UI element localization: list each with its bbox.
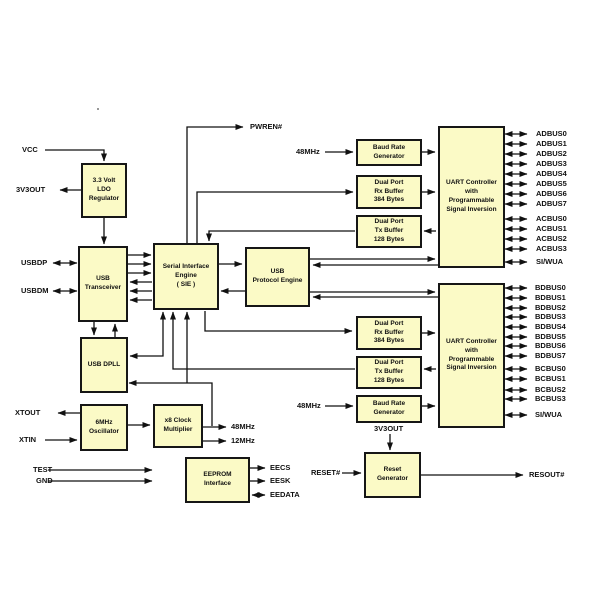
- net-label-pwren: PWREN#: [250, 122, 283, 131]
- uart1-pin-label-adbus4: ADBUS4: [536, 169, 567, 178]
- net-label-48mhz-uart1: 48MHz: [296, 147, 320, 156]
- block-uart-controller-2: UART Controller with Programmable Signal…: [438, 283, 505, 428]
- uart2-pin-label-bdbus6: BDBUS6: [535, 341, 566, 350]
- block-clock-multiplier: x8 Clock Multiplier: [153, 404, 203, 448]
- net-label-48mhz-out: 48MHz: [231, 422, 255, 431]
- net-label-12mhz-out: 12MHz: [231, 436, 255, 445]
- net-label-resout: RESOUT#: [529, 470, 565, 479]
- uart2-pin-label-bdbus0: BDBUS0: [535, 283, 566, 292]
- signal-label-usbdp: USBDP: [21, 258, 48, 267]
- clock-wires: [45, 410, 227, 444]
- uart2-pin-label-bdbus7: BDBUS7: [535, 351, 566, 360]
- misc-wires: [48, 465, 524, 498]
- block-tx-buffer-2: Dual Port Tx Buffer 128 Bytes: [356, 356, 422, 389]
- block-reset-generator: Reset Generator: [364, 452, 421, 498]
- uart1-pin-label-acbus1: ACBUS1: [536, 224, 567, 233]
- uart1-pin-label-adbus7: ADBUS7: [536, 199, 567, 208]
- signal-label-gnd: GND: [36, 476, 53, 485]
- uart-section-wires: [310, 149, 438, 409]
- net-label-eecs: EECS: [270, 463, 291, 472]
- block-rx-buffer-2: Dual Port Rx Buffer 384 Bytes: [356, 316, 422, 350]
- uart2-pin-label-bcbus3: BCBUS3: [535, 394, 566, 403]
- power-wires: [45, 149, 393, 451]
- uart2-pin-label-bcbus2: BCBUS2: [535, 385, 566, 394]
- uart1-pin-label-acbus3: ACBUS3: [536, 244, 567, 253]
- net-label-eedata: EEDATA: [270, 490, 300, 499]
- sie-buffer-wires: [170, 124, 355, 370]
- uart1-pin-label-acbus2: ACBUS2: [536, 234, 567, 243]
- uart1-pin-label-si-wua: SI/WUA: [536, 257, 564, 266]
- block-usb-protocol-engine: USB Protocol Engine: [245, 247, 310, 307]
- uart1-pin-label-adbus2: ADBUS2: [536, 149, 567, 158]
- uart2-pin-label-si-wua: SI/WUA: [535, 410, 563, 419]
- net-label-eesk: EESK: [270, 476, 291, 485]
- signal-label-xtout: XTOUT: [15, 408, 41, 417]
- stray-dot: [97, 108, 99, 110]
- signal-label-3v3out: 3V3OUT: [16, 185, 46, 194]
- block-tx-buffer-1: Dual Port Tx Buffer 128 Bytes: [356, 215, 422, 248]
- block-uart-controller-1: UART Controller with Programmable Signal…: [438, 126, 505, 268]
- block-eeprom-interface: EEPROM Interface: [185, 457, 250, 503]
- uart2-pin-label-bcbus0: BCBUS0: [535, 364, 566, 373]
- uart2-pin-label-bdbus2: BDBUS2: [535, 303, 566, 312]
- net-label-3v3out-reset: 3V3OUT: [374, 424, 404, 433]
- uart1-pin-label-adbus1: ADBUS1: [536, 139, 567, 148]
- uart2-pin-label-bdbus5: BDBUS5: [535, 332, 566, 341]
- uart1-pin-label-adbus5: ADBUS5: [536, 179, 567, 188]
- signal-label-usbdm: USBDM: [21, 286, 49, 295]
- block-rx-buffer-1: Dual Port Rx Buffer 384 Bytes: [356, 175, 422, 209]
- signal-label-test: TEST: [33, 465, 53, 474]
- block-6mhz-oscillator: 6MHz Oscillator: [80, 404, 128, 451]
- uart1-pin-label-adbus6: ADBUS6: [536, 189, 567, 198]
- uart2-pin-label-bdbus4: BDBUS4: [535, 322, 566, 331]
- uart1-pin-label-adbus3: ADBUS3: [536, 159, 567, 168]
- block-serial-interface-engine: Serial Interface Engine ( SIE ): [153, 243, 219, 310]
- uart1-pin-label-adbus0: ADBUS0: [536, 129, 567, 138]
- net-label-48mhz-uart2: 48MHz: [297, 401, 321, 410]
- usb-wires: [52, 252, 213, 426]
- block-baud-rate-generator-2: Baud Rate Generator: [356, 395, 422, 423]
- uart2-pin-label-bcbus1: BCBUS1: [535, 374, 566, 383]
- uart1-pin-label-acbus0: ACBUS0: [536, 214, 567, 223]
- uart1-pin-wires: [504, 131, 528, 265]
- signal-label-vcc: VCC: [22, 145, 38, 154]
- signal-label-xtin: XTIN: [19, 435, 37, 444]
- block-usb-transceiver: USB Transceiver: [78, 246, 128, 322]
- uart2-pin-label-bdbus1: BDBUS1: [535, 293, 566, 302]
- uart2-pin-label-bdbus3: BDBUS3: [535, 312, 566, 321]
- uart2-pin-wires: [504, 285, 528, 418]
- block-usb-dpll: USB DPLL: [80, 337, 128, 393]
- net-label-reset-in: RESET#: [311, 468, 341, 477]
- block-ldo-regulator: 3.3 Volt LDO Regulator: [81, 163, 127, 218]
- block-baud-rate-generator-1: Baud Rate Generator: [356, 139, 422, 166]
